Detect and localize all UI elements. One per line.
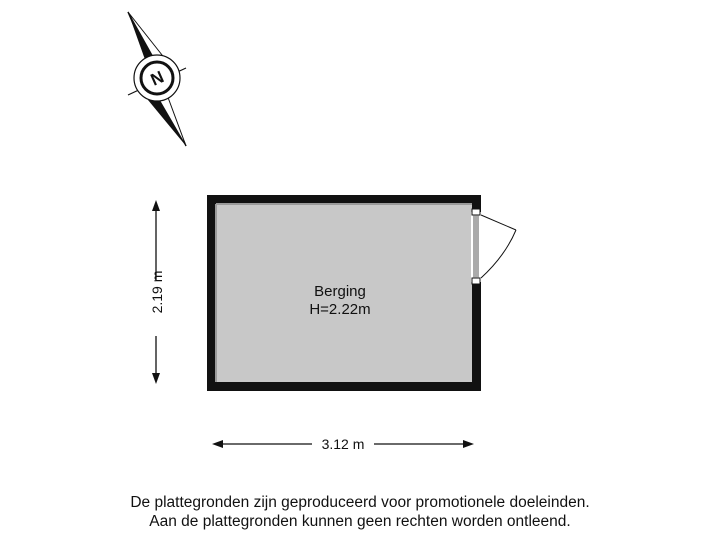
room-height: H=2.22m [309, 301, 370, 318]
room-name: Berging [314, 283, 366, 300]
north-arrow-icon: N [127, 11, 187, 147]
dimension-width-label: 3.12 m [322, 436, 365, 452]
room-walls [207, 195, 481, 391]
dimension-horizontal: 3.12 m [212, 436, 474, 452]
dimension-height-label: 2.19 m [149, 271, 165, 314]
disclaimer-line-2: Aan de plattegronden kunnen geen rechten… [149, 513, 571, 530]
room-floor [212, 200, 476, 386]
disclaimer-line-1: De plattegronden zijn geproduceerd voor … [130, 494, 590, 511]
dimension-vertical: 2.19 m [149, 200, 165, 384]
room-berging [207, 195, 481, 391]
disclaimer: De plattegronden zijn geproduceerd voor … [0, 493, 720, 531]
door [471, 208, 517, 285]
